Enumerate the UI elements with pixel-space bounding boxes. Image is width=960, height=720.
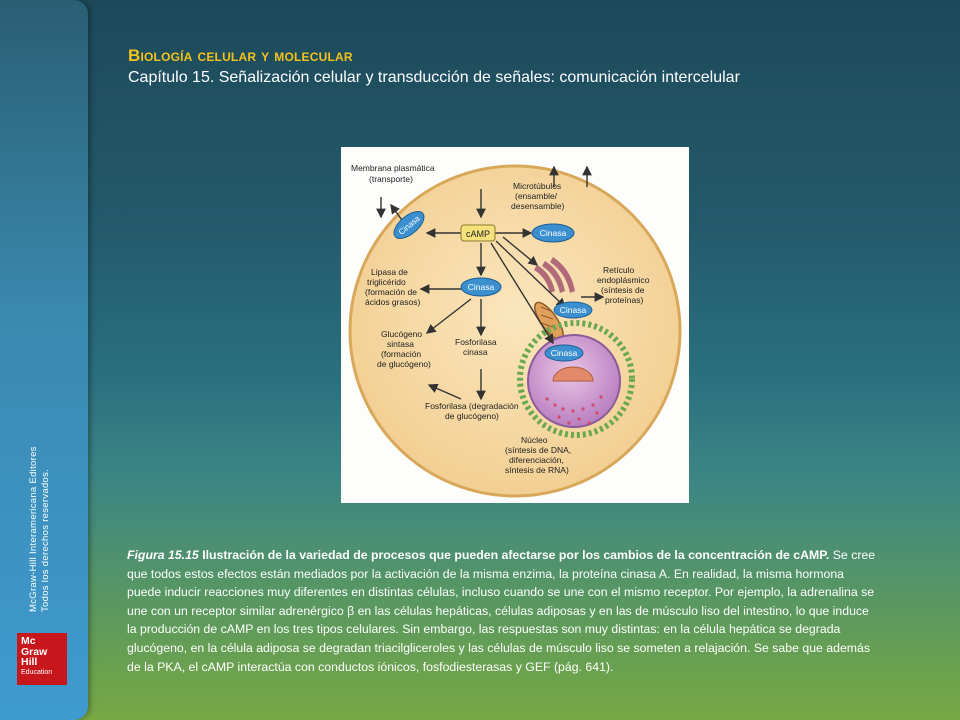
camp-label: cAMP	[466, 229, 490, 239]
ribosome-dots	[545, 395, 603, 425]
kinase-label: Cinasa	[551, 348, 578, 358]
nucleolus	[552, 366, 594, 382]
cell-diagram: Cinasa Cinasa Cinasa Cinasa Cinasa cAMP …	[348, 163, 682, 498]
logo-line: Mc	[21, 635, 36, 647]
figure-number: Figura 15.15	[127, 548, 199, 562]
logo-line: Hill	[21, 656, 38, 668]
phosphorylase-label: de glucógeno)	[445, 411, 499, 421]
camp-box	[460, 224, 496, 242]
mcgraw-hill-logo: Mc Graw Hill Education	[17, 633, 67, 685]
kinase-ovals: Cinasa Cinasa Cinasa Cinasa Cinasa	[393, 211, 593, 362]
phosphorylase-kinase-label: Fosforilasa	[455, 337, 497, 347]
logo-line: Graw	[21, 645, 48, 658]
logo-line: Education	[21, 668, 53, 676]
lipase-label: triglicérido	[367, 277, 406, 287]
book-title: Biología celular y molecular	[128, 46, 353, 65]
er-label: Retículo	[603, 265, 634, 275]
caption-title: Ilustración de la variedad de procesos q…	[202, 548, 830, 562]
er-label: proteínas)	[605, 295, 643, 305]
endoplasmic-reticulum	[517, 320, 635, 438]
figure-caption: Figura 15.15 Ilustración de la variedad …	[127, 546, 879, 676]
glycogen-synthase-label: sintasa	[387, 339, 414, 349]
golgi-apparatus	[534, 257, 575, 293]
glycogen-synthase-label: (formación	[381, 349, 421, 359]
cell-diagram-figure: Cinasa Cinasa Cinasa Cinasa Cinasa cAMP …	[341, 147, 689, 503]
membrane-label: Membrana plasmática	[351, 163, 435, 173]
nucleus-label: diferenciación,	[509, 455, 564, 465]
rights-line: Todos los derechos reservados.	[40, 468, 51, 612]
diagram-labels: Membrana plasmática (transporte) Microtú…	[351, 163, 650, 475]
copyright-text: McGraw-Hill Interamericana Editores Todo…	[28, 392, 52, 612]
publisher-line: McGraw-Hill Interamericana Editores	[28, 446, 39, 612]
kinase-label: Cinasa	[540, 228, 567, 238]
glycogen-synthase-label: de glucógeno)	[377, 359, 431, 369]
nucleus-label: síntesis de RNA)	[505, 465, 569, 475]
microtubules-label: desensamble)	[511, 201, 565, 211]
nucleus-label: (síntesis de DNA,	[505, 445, 571, 455]
membrane-label: (transporte)	[369, 174, 413, 184]
er-label: endoplásmico	[597, 275, 650, 285]
left-sidebar: McGraw-Hill Interamericana Editores Todo…	[0, 0, 88, 720]
microtubules-label: (ensamble/	[515, 191, 558, 201]
phosphorylase-label: Fosforilasa (degradación	[425, 401, 519, 411]
lipase-label: Lipasa de	[371, 267, 408, 277]
lipase-label: ácidos grasos)	[365, 297, 420, 307]
chapter-title: Capítulo 15. Señalización celular y tran…	[128, 69, 740, 86]
er-label: (síntesis de	[601, 285, 645, 295]
glycogen-synthase-label: Glucógeno	[381, 329, 422, 339]
caption-body: Se cree que todos estos efectos están me…	[127, 548, 876, 674]
pathway-arrows	[376, 165, 605, 401]
phosphorylase-kinase-label: cinasa	[463, 347, 488, 357]
nucleus-label: Núcleo	[521, 435, 548, 445]
lipase-label: (formación de	[365, 287, 417, 297]
microtubules-label: Microtúbulos	[513, 181, 561, 191]
kinase-label: Cinasa	[468, 282, 495, 292]
kinase-label: Cinasa	[560, 305, 587, 315]
